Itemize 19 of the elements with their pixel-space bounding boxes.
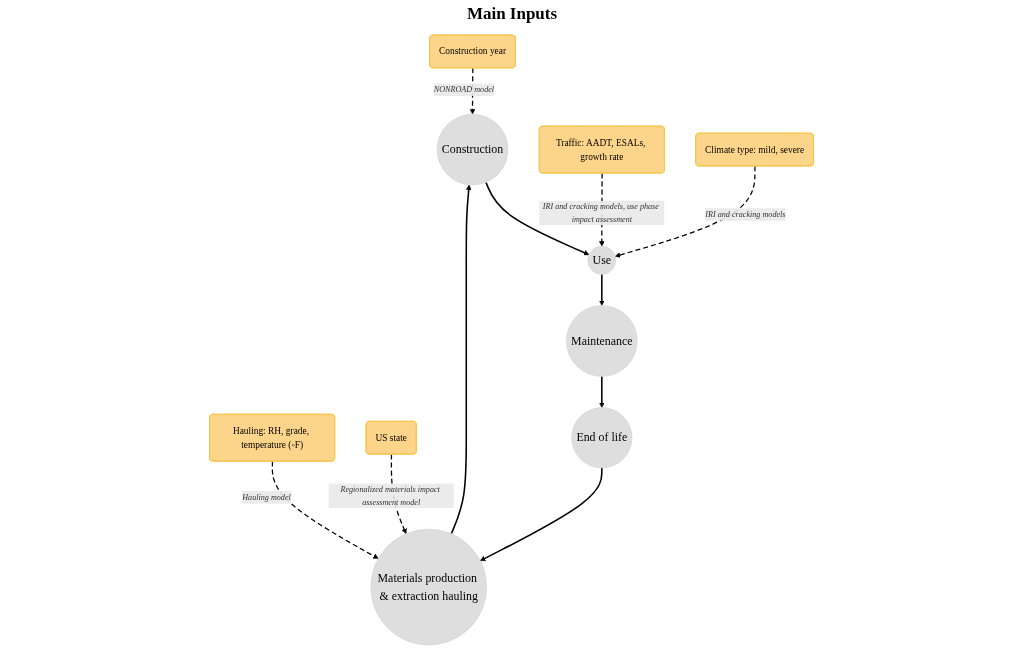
heading-text: Main Inputs [466,4,558,23]
node-circle: Construction [437,113,509,186]
edge-label: Hauling model [242,492,292,502]
arrow [599,375,606,408]
edge-label: NONROAD model [434,84,495,95]
arrow [599,273,606,306]
arrow [485,181,590,256]
arrow [272,460,380,559]
edge-label: IRI and cracking models, use phase impact assessment [543,201,660,224]
edge-label: IRI and cracking models [705,209,786,219]
arrow [451,184,472,535]
node-circle: Materials production & extraction hauling [370,528,488,646]
arrow [470,67,476,115]
node-circle: End of life [571,407,633,469]
edge-label: Regionalized materials impact assessment model [340,484,441,507]
arrow [480,467,604,561]
node-circle: Maintenance [566,305,638,377]
arrow [615,165,757,258]
node-circle: Use [588,246,617,275]
